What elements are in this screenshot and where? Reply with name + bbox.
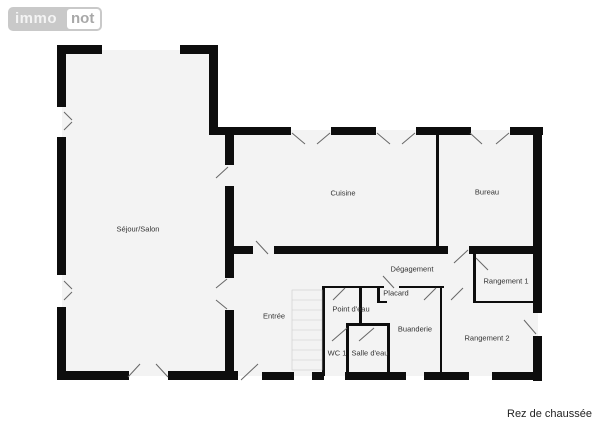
room-point-d-eau: Point d'eau xyxy=(332,304,370,314)
room-bureau: Bureau xyxy=(474,187,500,197)
logo-part-immo: immo xyxy=(15,10,58,27)
walls xyxy=(57,45,543,381)
room-placard: Placard xyxy=(383,288,409,298)
logo-part-not: not xyxy=(67,9,100,29)
room-cuisine: Cuisine xyxy=(330,188,356,198)
floor-caption: Rez de chaussée xyxy=(507,408,592,420)
room-entree: Entrée xyxy=(262,311,286,321)
doors xyxy=(63,111,537,381)
room-buanderie: Buanderie xyxy=(397,324,433,334)
room-rangement-2: Rangement 2 xyxy=(464,333,510,343)
room-salle-d-eau: Salle d'eau xyxy=(351,348,389,358)
immonot-logo: immo not xyxy=(8,7,102,31)
staircase xyxy=(291,289,323,371)
room-rangement-1: Rangement 1 xyxy=(483,276,529,286)
room-wc-1: WC 1 xyxy=(327,348,347,358)
room-degagement: Dégagement xyxy=(390,264,434,274)
room-sejour-salon: Séjour/Salon xyxy=(116,224,160,234)
